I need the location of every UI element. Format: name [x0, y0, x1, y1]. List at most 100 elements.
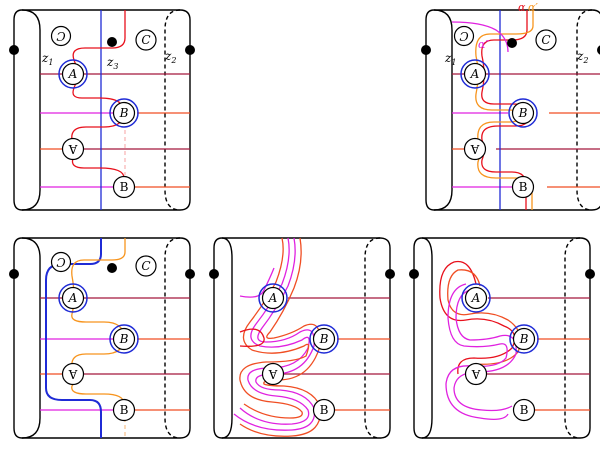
circle-B-plain: B	[512, 398, 536, 422]
label-z2: z2	[576, 49, 588, 65]
left-handle	[21, 237, 41, 439]
panel-top-right: A B A B C C z1 z2 α α′ α″	[421, 1, 600, 211]
basepoint	[107, 263, 117, 273]
circle-B: B	[109, 324, 139, 354]
circle-A-flipped: A	[261, 362, 285, 386]
svg-text:B: B	[119, 106, 129, 120]
red-loop	[239, 328, 265, 347]
circle-A: A	[58, 283, 88, 313]
circle-A: A	[461, 283, 491, 313]
basepoint	[107, 37, 117, 47]
panel-bottom-middle: A B A B	[209, 237, 395, 439]
label-z2: z2	[164, 49, 176, 65]
circle-B: B	[109, 98, 139, 128]
circle-A-flipped: A	[61, 362, 85, 386]
orange-tangle	[239, 237, 310, 419]
basepoint	[597, 45, 600, 55]
svg-text:A: A	[68, 67, 78, 81]
basepoint	[9, 269, 19, 279]
circle-C: C	[535, 29, 557, 51]
svg-text:B: B	[519, 180, 528, 194]
right-dashed-handle	[164, 9, 181, 211]
frame	[13, 237, 191, 439]
svg-text:A: A	[68, 291, 78, 305]
svg-text:A: A	[471, 367, 481, 381]
svg-text:C: C	[56, 29, 65, 43]
svg-text:A: A	[68, 142, 78, 156]
svg-text:B: B	[120, 180, 129, 194]
svg-text:B: B	[520, 403, 529, 417]
circle-A: A	[58, 59, 88, 89]
right-dashed-handle	[576, 9, 593, 211]
circle-B-plain: B	[112, 398, 136, 422]
svg-text:A: A	[471, 291, 481, 305]
svg-text:A: A	[470, 142, 480, 156]
svg-text:B: B	[519, 332, 529, 346]
red-loop	[439, 260, 516, 375]
left-handle	[433, 9, 453, 211]
svg-text:B: B	[119, 332, 129, 346]
left-handle	[221, 237, 233, 439]
svg-text:A: A	[268, 291, 278, 305]
svg-text:A: A	[268, 367, 278, 381]
svg-text:A: A	[470, 67, 480, 81]
svg-text:B: B	[120, 403, 129, 417]
circle-B-plain: B	[112, 175, 136, 199]
svg-text:C: C	[141, 33, 150, 47]
frame	[425, 9, 600, 211]
left-handle	[421, 237, 433, 439]
basepoint	[9, 45, 19, 55]
basepoint	[421, 45, 431, 55]
circle-B: B	[509, 324, 539, 354]
right-dashed-handle	[564, 237, 581, 439]
panel-top-left: A B A B C C z1 z3 z2	[9, 9, 195, 211]
left-handle	[21, 9, 41, 211]
circle-B: B	[508, 98, 538, 128]
magenta-loop	[453, 289, 517, 412]
circle-C-rotated: C	[50, 251, 72, 273]
basepoint	[585, 269, 595, 279]
magenta-tangle	[233, 237, 316, 431]
svg-text:B: B	[518, 106, 528, 120]
basepoint	[185, 269, 195, 279]
svg-text:B: B	[320, 403, 329, 417]
svg-text:A: A	[68, 367, 78, 381]
label-z1: z1	[444, 51, 456, 67]
label-z3: z3	[106, 55, 118, 71]
label-alpha: α	[518, 1, 526, 14]
circle-A-flipped: A	[464, 362, 488, 386]
basepoint	[385, 269, 395, 279]
basepoint	[185, 45, 195, 55]
basepoint	[209, 269, 219, 279]
basepoint	[507, 38, 517, 48]
magenta-loop	[445, 283, 509, 420]
right-dashed-handle	[364, 237, 381, 439]
label-z1: z1	[41, 51, 53, 67]
panel-bottom-left: A B A B C C	[9, 237, 195, 439]
circle-C: C	[135, 255, 157, 277]
right-dashed-handle	[164, 237, 181, 439]
svg-text:C: C	[141, 259, 150, 273]
circle-C: C	[135, 29, 157, 51]
magenta-curve-alpha-dprime	[451, 21, 509, 53]
panel-bottom-right: A B A B	[409, 237, 595, 439]
svg-text:C: C	[56, 255, 65, 269]
circle-A-flipped: A	[463, 137, 487, 161]
basepoint	[409, 269, 419, 279]
blue-curve	[45, 238, 102, 438]
label-alpha-dprime: α″	[478, 38, 490, 51]
label-alpha-prime: α′	[528, 1, 538, 14]
circle-B-plain: B	[312, 398, 336, 422]
circle-A: A	[258, 283, 288, 313]
svg-text:B: B	[319, 332, 329, 346]
frame	[413, 237, 591, 439]
frame	[213, 237, 391, 439]
circle-A: A	[460, 59, 490, 89]
circle-B: B	[309, 324, 339, 354]
circle-A-flipped: A	[61, 137, 85, 161]
circle-C-rotated: C	[453, 25, 475, 47]
circle-C-rotated: C	[50, 25, 72, 47]
svg-text:C: C	[459, 29, 468, 43]
magenta-loop	[239, 267, 275, 298]
